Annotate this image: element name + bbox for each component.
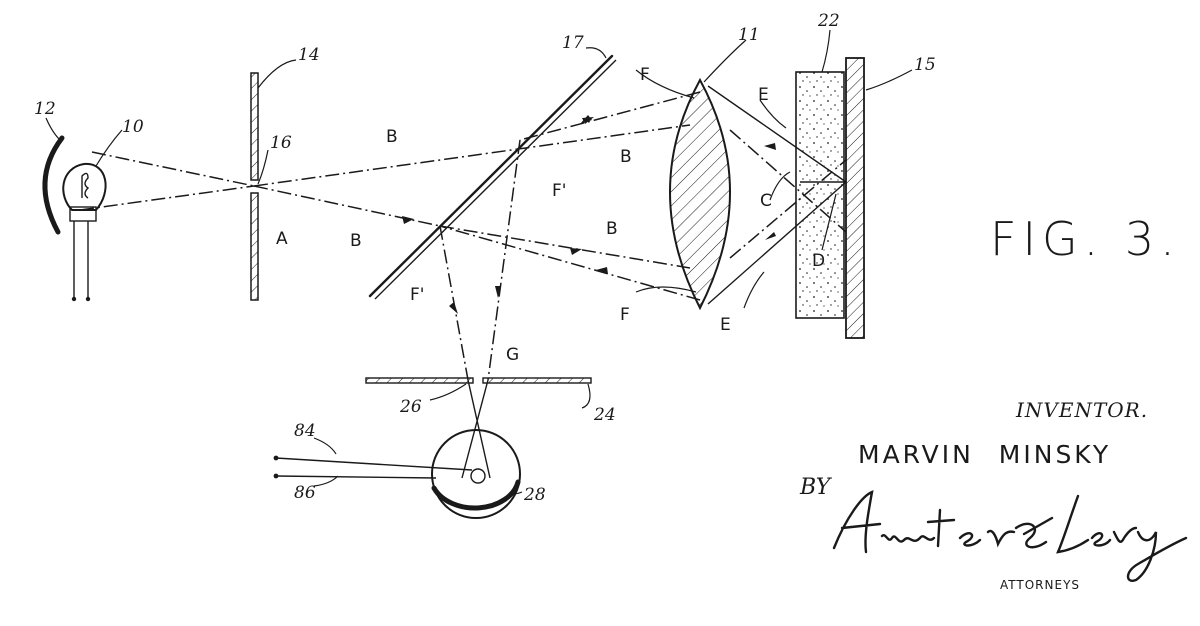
pinhole-plate-14 <box>250 72 259 301</box>
ray-b-lower <box>253 185 441 227</box>
ray-b-upper <box>253 124 691 187</box>
ray-f-lower <box>439 225 701 301</box>
reflector-12 <box>42 135 65 235</box>
label-b-upper: B <box>386 127 398 147</box>
ref-11: 11 <box>738 25 760 45</box>
label-c: C <box>760 191 772 211</box>
label-e-lower: E <box>720 315 731 335</box>
ref-16: 16 <box>270 133 292 153</box>
ref-22: 22 <box>817 11 840 31</box>
label-e-upper: E <box>758 85 769 105</box>
lamp-base <box>69 206 97 222</box>
ref-10: 10 <box>122 117 144 137</box>
label-g: G <box>506 345 519 365</box>
ray-lamp-lower <box>79 185 255 211</box>
lamp-assembly <box>42 135 107 302</box>
ref-86: 86 <box>294 483 316 503</box>
ref-28: 28 <box>523 485 546 505</box>
objective-lens-11 <box>669 77 731 311</box>
ray-f-upper <box>519 91 701 141</box>
label-f-upper: F <box>640 65 650 85</box>
ref-17: 17 <box>562 33 584 53</box>
ray-fp-down-2 <box>487 139 521 381</box>
specimen-22 <box>795 71 845 319</box>
ref-12: 12 <box>34 99 56 119</box>
label-fprime-upper: F' <box>552 181 566 201</box>
lamp-bulb <box>62 162 107 211</box>
label-f-lower: F <box>620 305 630 325</box>
label-a: A <box>276 229 288 249</box>
inventor-name: MARVIN MINSKY <box>858 440 1112 469</box>
lamp-filament <box>81 172 90 199</box>
aperture-plate-24 <box>365 377 592 384</box>
label-b-lower: B <box>350 231 362 251</box>
ref-24: 24 <box>593 405 616 425</box>
ref-26: 26 <box>399 397 422 417</box>
ray-b-lower-2 <box>439 225 691 269</box>
beam-splitter-17 <box>368 54 614 298</box>
label-fprime-lower: F' <box>410 285 424 305</box>
by-label: BY <box>800 475 831 500</box>
ref-15: 15 <box>914 55 936 75</box>
attorneys-label: ATTORNEYS <box>1000 578 1081 592</box>
ref-84: 84 <box>294 421 316 441</box>
slide-15 <box>845 57 865 339</box>
label-d: D <box>812 251 825 271</box>
label-b-lens-upper: B <box>620 147 632 167</box>
label-b-lens-lower: B <box>606 219 618 239</box>
photocell-28 <box>273 429 521 519</box>
figure-label: FIG. 3. <box>990 212 1181 266</box>
ref-14: 14 <box>298 45 320 65</box>
inventor-caption: INVENTOR. <box>1016 398 1149 422</box>
attorney-signature <box>832 490 1188 582</box>
ray-lamp-upper <box>91 151 255 187</box>
